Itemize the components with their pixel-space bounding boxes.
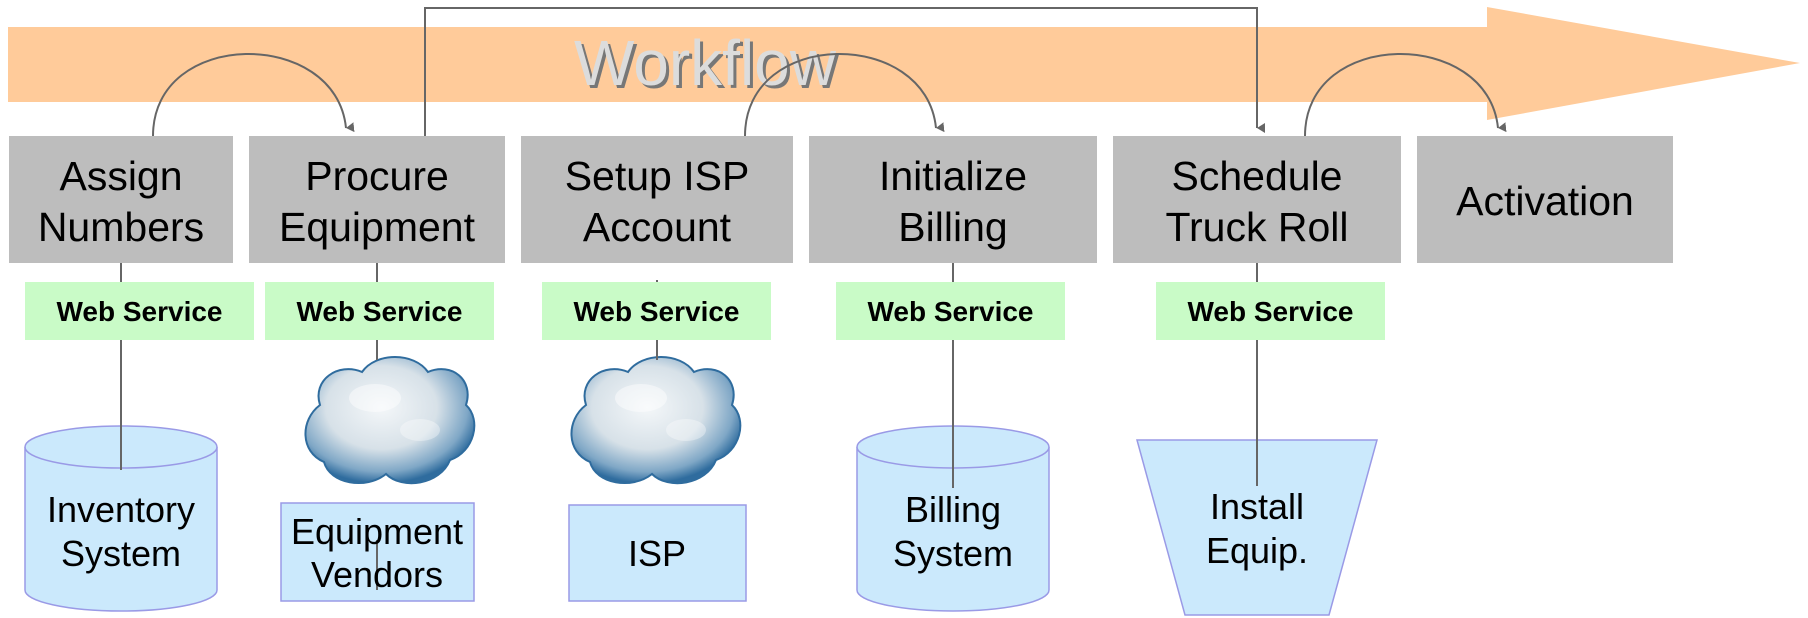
step-label-line2: Equipment bbox=[279, 204, 476, 250]
web-service-schedule-truck-roll: Web Service bbox=[1156, 282, 1385, 340]
workflow-arrow bbox=[8, 7, 1800, 120]
web-service-label: Web Service bbox=[573, 296, 739, 327]
step-schedule-truck-roll: Schedule Truck Roll bbox=[1113, 136, 1401, 263]
step-label-line2: Numbers bbox=[38, 204, 204, 250]
system-label-line2: System bbox=[61, 533, 181, 574]
system-label-line1: Inventory bbox=[47, 489, 195, 530]
system-label: ISP bbox=[628, 533, 686, 574]
workflow-title-shadow: Workflow bbox=[577, 30, 840, 102]
system-label-line2: System bbox=[893, 533, 1013, 574]
system-billing bbox=[856, 425, 1050, 612]
system-label-line1: Billing bbox=[905, 489, 1001, 530]
step-label-line1: Procure bbox=[305, 153, 449, 199]
database-cylinder bbox=[856, 447, 1050, 612]
step-setup-isp-account: Setup ISP Account bbox=[521, 136, 793, 263]
trapezoid-shape bbox=[1136, 439, 1378, 616]
handoff-arrows bbox=[152, 7, 1507, 137]
system-isp bbox=[568, 504, 747, 602]
step-label-line1: Assign bbox=[59, 153, 182, 199]
web-service-label: Web Service bbox=[867, 296, 1033, 327]
system-label-line1: Equipment bbox=[291, 511, 463, 552]
web-service-procure-equipment: Web Service bbox=[265, 282, 494, 340]
workflow-title: Workflow bbox=[574, 27, 837, 99]
step-procure-equipment: Procure Equipment bbox=[249, 136, 505, 263]
web-service-label: Web Service bbox=[1187, 296, 1353, 327]
cloud-icon bbox=[304, 356, 476, 485]
system-label-line2: Vendors bbox=[311, 554, 443, 595]
step-label-line2: Account bbox=[583, 204, 732, 250]
web-service-assign-numbers: Web Service bbox=[25, 282, 254, 340]
step-label-line1: Schedule bbox=[1172, 153, 1343, 199]
step-activation: Activation bbox=[1417, 136, 1673, 263]
web-service-label: Web Service bbox=[56, 296, 222, 327]
step-label-line1: Setup ISP bbox=[565, 153, 750, 199]
system-label-line2: Equip. bbox=[1206, 530, 1308, 571]
step-label: Activation bbox=[1456, 178, 1634, 224]
step-initialize-billing: Initialize Billing bbox=[809, 136, 1097, 263]
system-label-line1: Install bbox=[1210, 486, 1304, 527]
system-install-equip bbox=[1136, 439, 1378, 616]
step-assign-numbers: Assign Numbers bbox=[9, 136, 233, 263]
step-label-line2: Truck Roll bbox=[1166, 204, 1349, 250]
system-inventory bbox=[24, 425, 218, 612]
cloud-icon bbox=[570, 356, 742, 485]
step-label-line1: Initialize bbox=[879, 153, 1027, 199]
database-cylinder bbox=[24, 447, 218, 612]
step-label-line2: Billing bbox=[898, 204, 1007, 250]
web-service-setup-isp-account: Web Service bbox=[542, 282, 771, 340]
system-box bbox=[568, 504, 747, 602]
web-service-initialize-billing: Web Service bbox=[836, 282, 1065, 340]
web-service-label: Web Service bbox=[296, 296, 462, 327]
